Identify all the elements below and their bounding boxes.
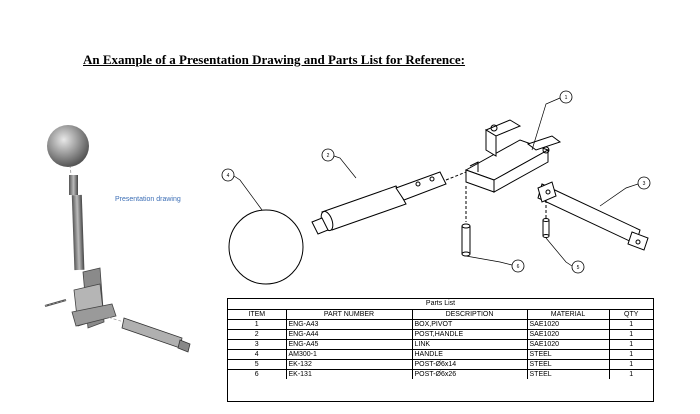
part-number-cell: EK-131 [285,369,413,379]
description-cell: BOX,PIVOT [411,319,528,330]
material-cell: SAE1020 [526,339,610,350]
material-cell: STEEL [526,369,610,379]
column-header-description: DESCRIPTION [411,310,528,320]
balloon-3-number: 3 [643,181,646,187]
balloon-3: 3 [637,176,651,190]
balloon-4: 4 [221,168,235,182]
balloon-4-number: 4 [227,173,230,179]
description-cell: POST-Ø6x26 [411,369,528,379]
description-cell: HANDLE [411,349,528,360]
qty-cell: 1 [608,339,653,350]
item-cell: 1 [228,319,287,330]
table-row: 6 EK-131 POST-Ø6x26 STEEL 1 [228,369,653,379]
qty-cell: 1 [608,369,653,379]
handle-cylinder [311,171,447,235]
balloon-2-number: 2 [327,153,330,159]
table-row: 5 EK-132 POST-Ø6x14 STEEL 1 [228,359,653,370]
material-cell: SAE1020 [526,319,610,330]
balloon-2: 2 [321,148,335,162]
column-header-material: MATERIAL [526,310,610,320]
material-cell: STEEL [526,359,610,370]
parts-list-title: Parts List [228,299,653,310]
pivot-box-base [71,303,117,327]
qty-cell: 1 [608,349,653,360]
table-row: 2 ENG-A44 POST,HANDLE SAE1020 1 [228,329,653,340]
description-cell: LINK [411,339,528,350]
item-cell: 6 [228,369,287,379]
balloon-1: 1 [559,90,573,104]
item-cell: 2 [228,329,287,340]
balloon-6-number: 6 [517,264,520,270]
part-number-cell: EK-132 [285,359,413,370]
column-header-item: ITEM [228,310,287,320]
handle-rod [71,194,85,271]
presentation-drawing [44,125,191,353]
item-cell: 3 [228,339,287,350]
exploded-line-drawing [228,97,649,285]
part-number-cell: ENG-A44 [285,329,413,340]
post-long [461,186,471,257]
parts-list-table: ITEM PART NUMBER DESCRIPTION MATERIAL QT… [228,310,653,379]
item-cell: 4 [228,349,287,360]
parts-list: Parts List ITEM PART NUMBER DESCRIPTION … [227,298,654,402]
balloon-5: 5 [571,260,585,274]
part-number-cell: AM300-1 [285,349,413,360]
balloon-5-number: 5 [577,265,580,271]
balloon-6: 6 [511,259,525,273]
description-cell: POST,HANDLE [411,329,528,340]
material-cell: SAE1020 [526,329,610,340]
balloon-1-number: 1 [565,95,568,101]
qty-cell: 1 [608,329,653,340]
description-cell: POST-Ø6x14 [411,359,528,370]
page-heading: An Example of a Presentation Drawing and… [83,52,466,67]
handle-ball [47,125,89,167]
item-cell: 5 [228,359,287,370]
link-bar [121,317,183,349]
presentation-drawing-label: Presentation drawing [115,196,181,203]
ball-outline [228,209,304,285]
material-cell: STEEL [526,349,610,360]
column-header-part-number: PART NUMBER [285,310,413,320]
table-row: 4 AM300-1 HANDLE STEEL 1 [228,349,653,360]
qty-cell: 1 [608,359,653,370]
link-assembly [537,181,649,251]
table-row: 3 ENG-A45 LINK SAE1020 1 [228,339,653,350]
handle-rod-top [69,175,78,195]
part-number-cell: ENG-A45 [285,339,413,350]
parts-list-header-row: ITEM PART NUMBER DESCRIPTION MATERIAL QT… [228,310,653,320]
column-header-qty: QTY [608,310,653,320]
qty-cell: 1 [608,319,653,330]
part-number-cell: ENG-A43 [285,319,413,330]
table-row: 1 ENG-A43 BOX,PIVOT SAE1020 1 [228,319,653,330]
pivot-pin [44,299,67,307]
pivot-box [464,119,562,193]
post-short [542,200,550,238]
